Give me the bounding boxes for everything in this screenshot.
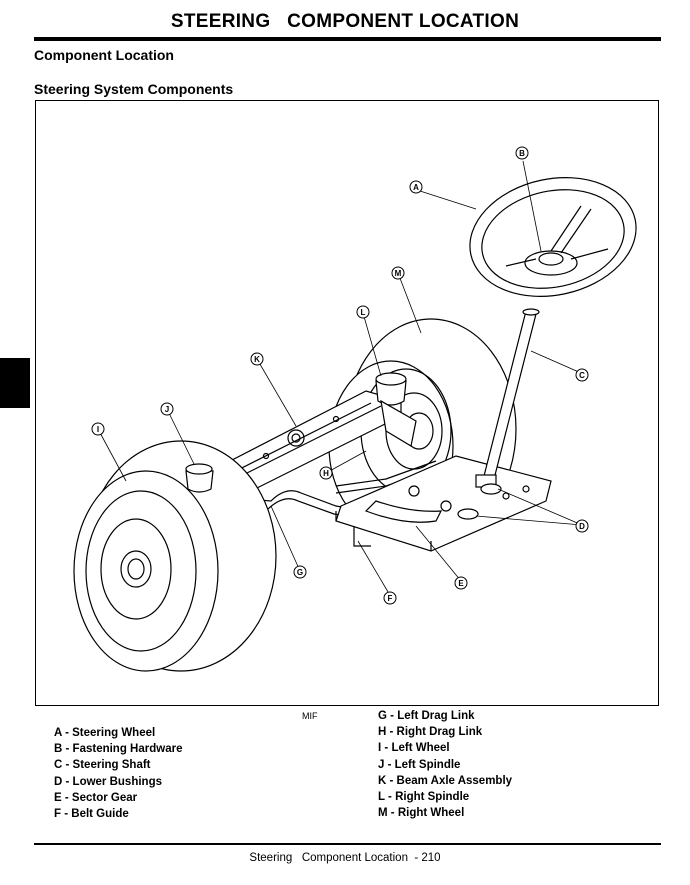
leader-lines xyxy=(97,160,583,598)
legend-item: D - Lower Bushings xyxy=(54,775,162,788)
sector-plate-drawing xyxy=(335,455,552,552)
callout-h: H xyxy=(319,466,333,480)
svg-text:D: D xyxy=(579,522,585,531)
callout-j: J xyxy=(160,402,174,416)
header-rule xyxy=(34,37,661,41)
legend-item: J - Left Spindle xyxy=(378,758,461,771)
callout-k: K xyxy=(250,352,264,366)
page-footer: Steering Component Location - 210 xyxy=(249,852,441,864)
svg-text:B: B xyxy=(519,149,525,158)
svg-text:E: E xyxy=(458,579,464,588)
legend-item: E - Sector Gear xyxy=(54,791,138,804)
legend-item: F - Belt Guide xyxy=(54,808,129,821)
steering-diagram: A B C D E F G H I J K L M xyxy=(35,100,659,706)
legend-item: K - Beam Axle Assembly xyxy=(378,774,513,787)
legend-right-column: G - Left Drag Link H - Right Drag Link I… xyxy=(378,708,512,821)
figure-id-label: MIF xyxy=(302,711,318,721)
callout-d: D xyxy=(575,519,589,533)
callout-i: I xyxy=(91,422,105,436)
callout-e: E xyxy=(454,576,468,590)
svg-text:F: F xyxy=(388,594,393,603)
legend-item: B - Fastening Hardware xyxy=(54,743,183,756)
callout-m: M xyxy=(391,266,405,280)
legend-item: A - Steering Wheel xyxy=(54,727,156,739)
section-heading: Component Location xyxy=(34,47,174,63)
svg-text:J: J xyxy=(165,405,169,414)
steering-illustration: A B C D E F G H I J K L M xyxy=(73,146,637,672)
left-spindle-drawing xyxy=(185,463,214,493)
right-spindle-drawing xyxy=(375,372,417,447)
legend-left-column: A - Steering Wheel B - Fastening Hardwar… xyxy=(54,725,182,822)
callout-c: C xyxy=(575,368,589,382)
page-title: STEERING COMPONENT LOCATION xyxy=(170,11,520,32)
svg-text:C: C xyxy=(579,371,585,380)
svg-text:G: G xyxy=(297,568,303,577)
callout-a: A xyxy=(409,180,423,194)
legend-item: C - Steering Shaft xyxy=(54,759,151,772)
svg-text:H: H xyxy=(323,469,329,478)
callout-f: F xyxy=(383,591,397,605)
legend-item: M - Right Wheel xyxy=(378,807,465,820)
section-tab-marker xyxy=(0,358,30,408)
svg-text:A: A xyxy=(413,183,419,192)
steering-shaft-drawing xyxy=(457,308,540,520)
footer-rule xyxy=(34,843,661,845)
svg-text:L: L xyxy=(361,308,366,317)
callout-b: B xyxy=(515,146,529,160)
svg-text:K: K xyxy=(254,355,260,364)
svg-text:M: M xyxy=(395,269,402,278)
legend-item: H - Right Drag Link xyxy=(378,726,483,739)
callout-g: G xyxy=(293,565,307,579)
legend-item: I - Left Wheel xyxy=(378,742,450,755)
figure-heading: Steering System Components xyxy=(34,81,234,97)
svg-text:I: I xyxy=(97,425,99,434)
callout-l: L xyxy=(356,305,370,319)
legend-item: G - Left Drag Link xyxy=(378,710,475,722)
legend-item: L - Right Spindle xyxy=(378,791,470,804)
left-wheel-drawing xyxy=(73,440,277,672)
steering-wheel-drawing xyxy=(469,177,637,297)
